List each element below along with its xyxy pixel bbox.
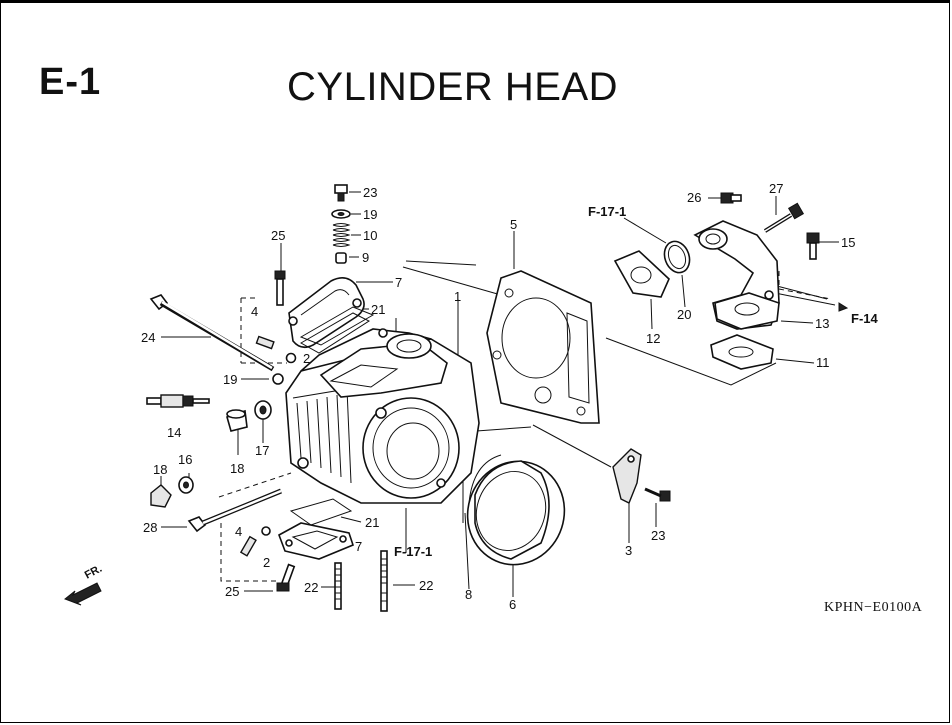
callout-4: 4 [235,524,242,539]
callout-labels: 23 19 10 9 7 25 21 4 2 24 19 14 17 18 18… [141,181,855,612]
callout-28: 28 [143,520,157,535]
dowel-and-ring-upper [255,335,297,364]
callout-1: 1 [454,289,461,304]
callout-6: 6 [509,597,516,612]
bolt-23-shank [337,192,345,202]
ring-2-lower [261,526,271,536]
head-cover-upper [288,277,371,354]
gasket-21-lower [289,498,353,526]
side-cover-6 [466,460,566,566]
bolt-23-head [334,184,348,194]
bolt-28 [187,488,282,533]
arrow-right-icon [838,302,849,312]
callout-9: 9 [362,250,369,265]
section-code: E-1 [39,61,102,103]
callout-16: 16 [178,452,192,467]
bracket-3 [612,448,642,504]
callout-21: 21 [371,302,385,317]
fr-direction-label: FR. [83,563,104,582]
cylinder-head-body [285,328,480,504]
stud-bolt-24 [149,294,284,385]
washer-19-lower [272,373,284,385]
gasket-21-upper [299,306,375,346]
callout-25: 25 [225,584,239,599]
callout-22: 22 [304,580,318,595]
bolt-26 [720,192,742,204]
reference-f-14: F-14 [851,311,879,326]
callout-15: 15 [841,235,855,250]
insulator-12 [613,250,670,298]
callout-17: 17 [255,443,269,458]
dowel-4-lower [239,535,257,557]
callout-22: 22 [419,578,433,593]
intake-pipe-13 [693,220,780,330]
arrow-down-left-icon [64,582,102,606]
bolt-23-bracket [644,487,671,502]
valve-adjuster-stack [331,184,351,264]
callout-12: 12 [646,331,660,346]
callout-18: 18 [230,461,244,476]
callout-5: 5 [510,217,517,232]
callout-19: 19 [363,207,377,222]
callout-7: 7 [355,539,362,554]
callout-18: 18 [153,462,167,477]
callout-2: 2 [263,555,270,570]
callout-23: 23 [651,528,665,543]
callout-11: 11 [816,355,830,370]
page-title: CYLINDER HEAD [287,65,619,109]
bolt-27 [763,202,805,233]
reference-f-17-1-intake: F-17-1 [588,204,626,219]
callout-4: 4 [251,304,258,319]
callout-25: 25 [271,228,285,243]
callout-7: 7 [395,275,402,290]
callout-20: 20 [677,307,691,322]
head-cover-lower [278,522,354,560]
exploded-view-diagram: FR. 23 19 10 9 7 25 21 4 2 24 19 14 17 1… [64,181,879,612]
o-ring-8 [468,454,502,504]
callout-19: 19 [223,372,237,387]
cylinder-head-gasket-5 [486,270,600,424]
bolt-25-upper [274,270,286,306]
spark-plug-14 [146,394,210,408]
callout-2: 2 [303,351,310,366]
reference-f-17-1-head: F-17-1 [394,544,432,559]
callout-8: 8 [465,587,472,602]
callout-3: 3 [625,543,632,558]
callout-23: 23 [363,185,377,200]
callout-14: 14 [167,425,181,440]
washer-16 [178,476,194,494]
callout-21: 21 [365,515,379,530]
spring-10 [332,223,351,247]
cross-references: F-17-1 F-17-1 F-14 [394,204,879,559]
callout-13: 13 [815,316,829,331]
leader-lines [160,191,839,597]
insulator-11 [710,334,774,370]
studs-22 [334,550,388,612]
bolt-25-lower [276,563,296,592]
callout-26: 26 [687,190,701,205]
callout-27: 27 [769,181,783,196]
cap-nut-18-lower [150,484,172,508]
cap-nut-18-upper [226,409,248,432]
drawing-code: KPHN−E0100A [824,600,923,615]
callout-24: 24 [141,330,155,345]
callout-10: 10 [363,228,377,243]
bolt-15 [806,232,820,260]
tensioner-9 [335,252,347,264]
gasket-17 [254,400,272,420]
o-ring-20 [663,240,691,274]
